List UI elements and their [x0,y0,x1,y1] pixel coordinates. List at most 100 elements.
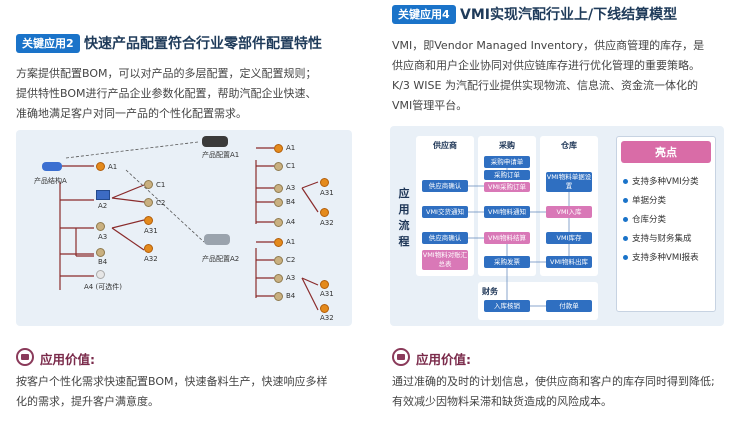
left-section-tag: 关键应用2 [16,34,80,53]
flow-side-char: 流 [398,219,410,232]
bom-root-label: 产品结构A [34,177,67,185]
highlights-panel: 亮点 支持多种VMI分类 单据分类 仓库分类 支持与财务集成 支持多种VMI报表 [616,136,716,312]
left-value-line: 化的需求，提升客户满意度。 [16,395,159,408]
flow-side-char: 应 [398,187,410,200]
flow-step: 供应商确认 [422,232,468,244]
bom-node: B4 [98,258,108,266]
bom-node: B4 [286,292,296,300]
highlight-item: 单据分类 [623,194,709,206]
bom-node: A1 [286,144,296,152]
highlights-title: 亮点 [621,141,711,163]
bom-node: A32 [320,314,334,322]
bom-node: C2 [156,199,166,207]
flow-step: VMI交货通知 [422,206,468,218]
right-description-line: VMI管理平台。 [392,99,468,112]
flow-side-char: 程 [398,235,410,248]
bullet-icon [623,254,628,260]
car-icon [202,136,228,147]
flow-step: VMI物料结算 [484,232,530,244]
bom-diagram-lines [59,141,319,311]
bom-node: A2 [98,202,108,210]
left-description: 方案提供配置BOM，可以对产品的多层配置，定义配置规则； 提供特性BOM进行产品… [16,64,356,124]
right-description-line: K/3 WISE 为汽配行业提供实现物流、信息流、资金流一体化的 [392,79,698,92]
part-gear-icon [96,162,105,171]
bom-node: C1 [286,162,296,170]
bom-node: A4 [286,218,296,226]
bom-node: A3 [286,274,296,282]
optional-part-icon [96,270,105,279]
right-description-line: 供应商和用户企业协同对供应链库存进行优化管理的重要策略。 [392,59,700,72]
col-finance-header: 财务 [482,287,498,296]
right-value-text: 通过准确的及时的计划信息，使供应商和客户的库存同时得到降低; 有效减少因物料呆滞… [392,372,742,412]
part-gear-icon [274,238,283,247]
flow-step: 供应商确认 [422,180,468,192]
car-icon [42,162,62,171]
flow-side-label: 应 用 流 程 [396,186,412,250]
flow-step: VMI物料对账汇总表 [422,250,468,270]
part-gear-icon [274,162,283,171]
part-gear-icon [320,304,329,313]
right-value-line: 有效减少因物料呆滞和缺货造成的风险成本。 [392,395,612,408]
bom-node: A31 [320,189,334,197]
part-gear-icon [320,208,329,217]
part-gear-icon [274,184,283,193]
part-gear-icon [320,280,329,289]
part-gear-icon [274,218,283,227]
col-warehouse-header: 仓库 [561,141,577,150]
highlight-item-label: 仓库分类 [632,215,667,225]
bom-node: A1 [286,238,296,246]
highlight-item-label: 单据分类 [632,196,667,206]
left-value-text: 按客户个性化需求快速配置BOM，快速备料生产，快速响应多样 化的需求，提升客户满… [16,372,356,412]
right-value-line: 通过准确的及时的计划信息，使供应商和客户的库存同时得到降低; [392,375,715,388]
flow-step: VMI物料出库 [546,256,592,268]
flow-step: VMI采购订单 [484,182,530,192]
part-gear-icon [320,178,329,187]
part-gear-icon [274,292,283,301]
highlight-item: 支持多种VMI报表 [623,251,709,263]
bom-node: A32 [144,255,158,263]
flow-step: 采购发票 [484,256,530,268]
bom-node: C1 [156,181,166,189]
part-gear-icon [144,180,153,189]
highlight-item-label: 支持多种VMI分类 [632,177,699,187]
left-description-line: 方案提供配置BOM，可以对产品的多层配置，定义配置规则； [16,67,317,80]
col-supplier-header: 供应商 [433,141,457,150]
bom-node: B4 [286,198,296,206]
flow-side-char: 用 [398,203,410,216]
left-value-line: 按客户个性化需求快速配置BOM，快速备料生产，快速响应多样 [16,375,328,388]
part-gear-icon [274,274,283,283]
flow-step: 入库核销 [484,300,530,312]
bom-node: A3 [286,184,296,192]
left-value-title: 应用价值: [40,352,95,367]
right-description: VMI，即Vendor Managed Inventory，供应商管理的库存，是… [392,36,742,116]
vmi-flow-diagram: 应 用 流 程 供应商 采购 仓库 财务 供应商确认 VMI交货通知 供应商确认… [390,126,724,326]
bullet-icon [623,235,628,241]
right-value-title: 应用价值: [416,352,471,367]
highlight-item-label: 支持与财务集成 [632,234,692,244]
part-gear-icon [96,222,105,231]
bom-node: C2 [286,256,296,264]
flow-step: VMI物料单据设置 [546,172,592,192]
bom-config-diagram: 产品结构A A1 A2 A3 B4 A4 (可选件) C1 C2 A31 A32… [16,130,352,326]
bom-node: A31 [320,290,334,298]
flow-step: 采购申请单 [484,156,530,168]
right-section-tag: 关键应用4 [392,5,456,24]
left-description-line: 提供特性BOM进行产品企业参数化配置，帮助汽配企业快速、 [16,87,317,100]
part-gear-icon [274,144,283,153]
bullet-icon [623,216,628,222]
bom-node: A4 (可选件) [84,283,122,291]
value-icon [16,348,34,366]
part-gear-icon [144,244,153,253]
value-icon [392,348,410,366]
flow-step: VMI库存 [546,232,592,244]
highlight-item-label: 支持多种VMI报表 [632,253,699,263]
config-a1-label: 产品配置A1 [202,151,240,159]
right-section-title: VMI实现汽配行业上/下线结算模型 [460,7,678,23]
bullet-icon [623,197,628,203]
bom-node: A32 [320,219,334,227]
flow-step: 付款单 [546,300,592,312]
bom-node: A1 [108,163,118,171]
config-a2-label: 产品配置A2 [202,255,240,263]
highlight-item: 仓库分类 [623,213,709,225]
part-gear-icon [144,198,153,207]
